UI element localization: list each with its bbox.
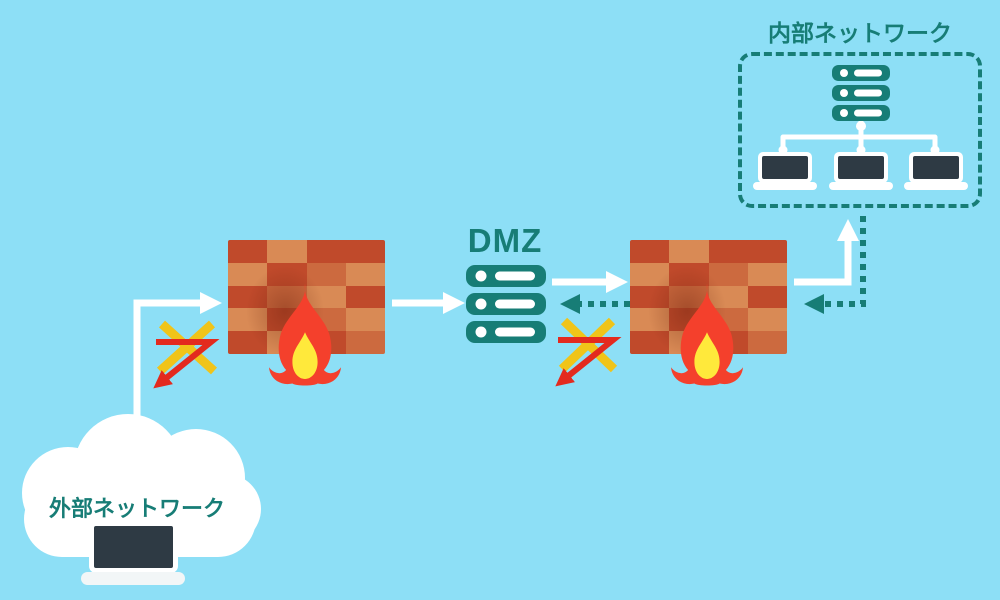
brick [345, 308, 385, 332]
flame-icon [671, 283, 743, 386]
dmz-label: DMZ [467, 222, 543, 259]
laptop-base [81, 572, 185, 585]
internal-laptops [753, 152, 968, 190]
external-network-label: 外部ネットワーク [48, 496, 225, 521]
brick [345, 240, 385, 263]
laptop-icon [753, 152, 817, 190]
laptop-frame [758, 152, 812, 183]
blocked-arrow-icon [555, 337, 622, 387]
blocked-x-icon [558, 317, 616, 373]
flame-icon [269, 283, 341, 386]
firewall-bricks [630, 240, 787, 354]
laptop-screen [94, 526, 173, 568]
laptop-screen [837, 156, 884, 179]
brick [708, 240, 748, 263]
brick [630, 262, 670, 286]
brick [267, 240, 307, 263]
dashed-arrow-internal-to-firewall2 [804, 216, 866, 314]
internal-network-box [738, 52, 982, 208]
brick [630, 331, 670, 354]
blocked-access-firewall1 [153, 320, 220, 389]
brick [228, 262, 268, 286]
brick [747, 331, 787, 354]
dmz-server-icon [466, 265, 546, 343]
laptop-base [904, 182, 968, 190]
brick [708, 262, 748, 286]
brick [630, 308, 670, 332]
laptop-icon [904, 152, 968, 190]
brick [747, 308, 787, 332]
brick [306, 262, 346, 286]
firewall-bricks [228, 240, 385, 354]
brick [345, 262, 385, 286]
laptop-base [753, 182, 817, 190]
brick [669, 240, 709, 263]
cloud-icon [22, 414, 261, 557]
laptop-frame [833, 152, 888, 183]
brick [228, 331, 268, 354]
brick [228, 308, 268, 332]
brick [306, 240, 346, 263]
firewall2-icon [630, 240, 787, 386]
brick [345, 331, 385, 354]
brick [306, 285, 346, 309]
arrow-external-to-firewall1 [133, 292, 222, 420]
arrow-firewall2-to-internal [794, 219, 859, 286]
blocked-access-firewall2 [555, 317, 622, 387]
firewall1-icon [228, 240, 385, 386]
brick [228, 240, 268, 263]
brick [267, 285, 307, 309]
brick [708, 285, 748, 309]
internal-network-label: 内部ネットワーク [768, 20, 952, 46]
laptop-icon [81, 521, 185, 587]
brick [267, 262, 307, 286]
blocked-arrow-icon [153, 339, 220, 389]
laptop-base [828, 182, 893, 190]
brick [345, 285, 385, 309]
laptop-frame [909, 152, 963, 183]
blocked-x-icon [156, 320, 216, 375]
laptop-screen [913, 156, 959, 179]
laptop-icon [828, 152, 893, 190]
brick [747, 240, 787, 263]
brick [228, 285, 268, 309]
brick [669, 262, 709, 286]
laptop-frame [89, 521, 178, 573]
brick [747, 262, 787, 286]
laptop-screen [762, 156, 808, 179]
internal-server-icon [832, 65, 890, 121]
brick [630, 240, 670, 263]
brick [747, 285, 787, 309]
brick [630, 285, 670, 309]
brick [669, 285, 709, 309]
